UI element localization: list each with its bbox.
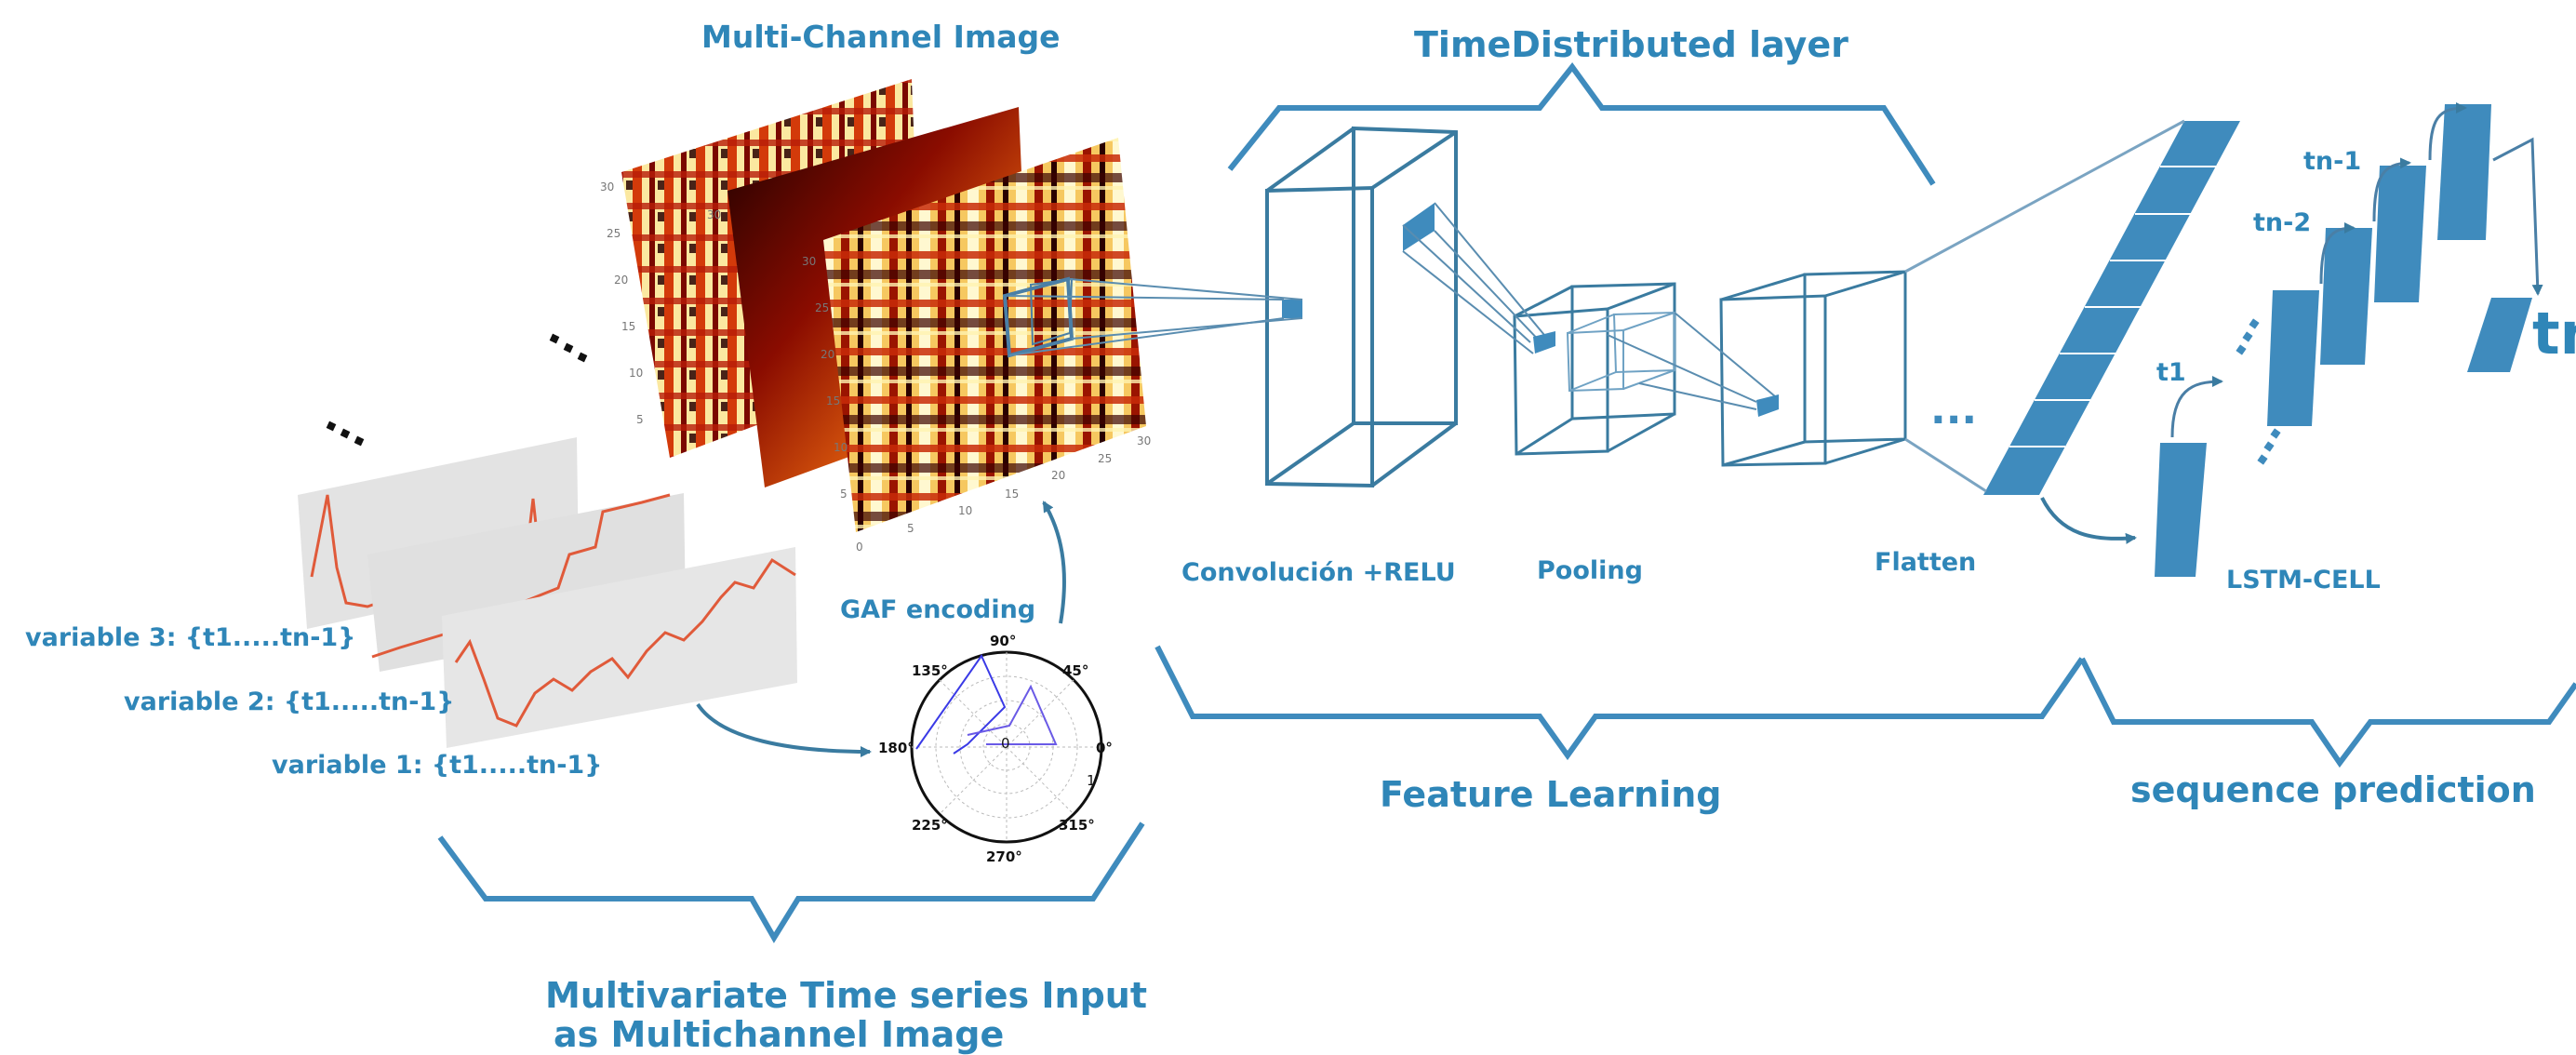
timestep-t1: t1 [2156,358,2186,387]
svg-text:5: 5 [840,487,848,501]
pool-to-flat-lines [1607,312,1776,410]
polar-edge-label: 1 [1087,772,1096,789]
gaf-to-image-arrow [1042,501,1066,624]
flatten-vector [1983,121,2240,495]
svg-text:20: 20 [1051,469,1065,482]
pooling-inner-cube [1566,311,1675,393]
svg-text:20: 20 [821,348,834,361]
polar-series-b [967,684,1058,745]
svg-text:30: 30 [600,180,614,194]
svg-text:30: 30 [707,208,721,221]
polar-angle-315: 315° [1059,817,1095,834]
lstm-cell-tn-1 [2374,166,2426,302]
svg-text:15: 15 [1005,487,1019,501]
flatten-label: Flatten [1875,548,1977,577]
variable-1-label: variable 1: {t1.....tn-1} [272,751,603,780]
conv-to-pool-lines [1402,202,1545,354]
conv-feature-patch [1403,203,1435,251]
svg-text:30: 30 [1137,434,1151,447]
lstm-dots [2236,318,2281,465]
sequence-prediction-title: sequence prediction [2130,769,2536,810]
heatmap-channel-3 [823,138,1146,532]
timestep-tn-1: tn-1 [2303,147,2362,176]
series-line-variable-1 [454,557,796,728]
input-bracket [437,821,1145,943]
lstm-cells [2155,104,2532,577]
svg-text:25: 25 [1098,452,1112,465]
flatten-ellipsis: ... [1930,386,1977,434]
pool-feature-patch [1533,331,1555,354]
svg-text:10: 10 [958,504,972,517]
variable-2-label: variable 2: {t1.....tn-1} [124,688,455,716]
flatten-to-lstm-arrow [2040,497,2137,544]
svg-text:15: 15 [621,320,635,333]
feature-learning-bracket [1155,645,2085,761]
variable-3-label: variable 3: {t1.....tn-1} [25,623,356,652]
polar-angle-180: 180° [878,740,914,756]
lstm-cell-label: LSTM-CELL [2226,566,2381,594]
polar-angle-45: 45° [1062,662,1089,679]
svg-text:25: 25 [607,227,621,240]
timedistributed-bracket [1227,62,1936,186]
series-line-variable-2 [371,493,671,659]
lstm-cell-2 [2267,290,2319,426]
multichannel-heatmaps: 30 25 20 15 10 5 30 30 25 20 15 10 5 0 5 10 15 20 25… [600,79,1151,554]
svg-text:15: 15 [826,394,840,407]
flat-feature-patch [1756,394,1779,417]
polar-angle-90: 90° [990,633,1017,649]
sequence-prediction-bracket [2079,657,2576,768]
svg-text:5: 5 [907,522,914,535]
conv-block [1265,126,1458,488]
conv-relu-label: Convolución +RELU [1181,558,1456,587]
lstm-cell-tn [2437,104,2491,240]
svg-text:25: 25 [815,301,829,314]
input-title-line2: as Multichannel Image [554,1014,1005,1055]
svg-text:20: 20 [614,274,628,287]
input-title-line1: Multivariate Time series Input [545,975,1148,1016]
lstm-cell-t1 [2155,443,2207,577]
gaf-encoding-label: GAF encoding [840,595,1036,624]
svg-text:10: 10 [629,367,643,380]
flatten-projection-lines [1904,119,2185,493]
heatmap-tick-labels: 30 25 20 15 10 5 30 30 25 20 15 10 5 0 5 10 15 20 25… [600,180,1151,554]
pooling-label: Pooling [1537,556,1643,585]
conv-projection-lines [1008,278,1303,356]
lstm-output-cell [2467,298,2532,372]
svg-text:30: 30 [802,255,816,268]
input-to-gaf-arrow [696,702,872,757]
polar-center-label: 0 [1001,735,1010,752]
svg-text:0: 0 [856,541,863,554]
timedistributed-title: TimeDistributed layer [1414,24,1849,65]
polar-angle-225: 225° [912,817,948,834]
polar-series-a [915,653,1007,755]
gaf-polar-plot [910,650,1103,844]
timestep-tn-2: tn-2 [2253,208,2312,237]
feature-learning-title: Feature Learning [1380,774,1722,815]
svg-text:5: 5 [636,413,644,426]
third-cube [1719,270,1907,467]
lstm-recurrent-arrows [2170,102,2543,438]
multichannel-title: Multi-Channel Image [701,19,1061,55]
ellipsis-dots [326,333,588,447]
timestep-tn: tn [2532,300,2576,367]
time-series-panels [298,437,797,748]
conv-output-pixel [1282,300,1302,318]
pooling-block [1513,282,1676,456]
svg-text:10: 10 [834,441,848,454]
polar-angle-135: 135° [912,662,948,679]
lstm-cell-tn-2 [2320,228,2372,365]
polar-angle-270: 270° [986,848,1022,865]
polar-angle-0: 0° [1096,740,1113,756]
